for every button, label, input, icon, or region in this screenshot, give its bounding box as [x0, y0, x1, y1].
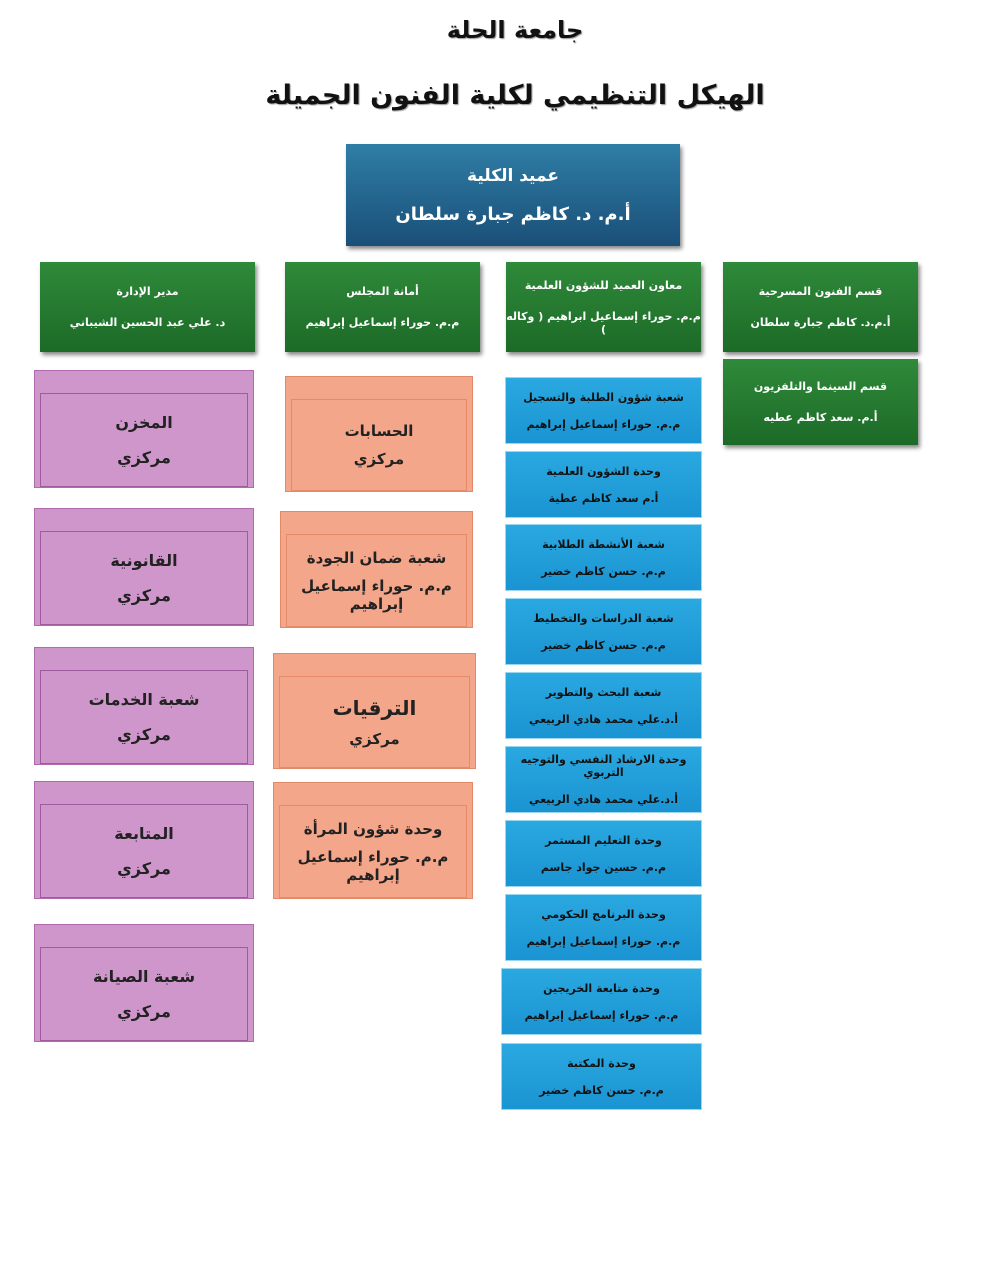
- box-title: شعبة الصيانة: [92, 967, 196, 986]
- box-name: م.م. حوراء إسماعيل إبراهيم: [305, 316, 460, 329]
- box-name: أ.د.علي محمد هادي الربيعي: [528, 793, 679, 806]
- green-box: أمانة المجلس م.م. حوراء إسماعيل إبراهيم: [285, 262, 480, 352]
- box-title: شعبة ضمان الجودة: [306, 548, 447, 567]
- box-title: وحدة المكتبة: [567, 1056, 636, 1070]
- box-name: أ.د.علي محمد هادي الربيعي: [528, 712, 679, 726]
- box-name: م.م. حوراء إسماعيل إبراهيم: [526, 417, 681, 431]
- box-title: وحدة متابعة الخريجين: [543, 981, 660, 995]
- box-name: م.م. حسن كاظم خضير: [541, 638, 666, 652]
- box-name: أ.م. د. كاظم جبارة سلطان: [395, 203, 631, 225]
- green-box: مدير الإدارة د. علي عبد الحسين الشيباني: [40, 262, 255, 352]
- box-title: شعبة الخدمات: [88, 690, 200, 709]
- orange-box: شعبة ضمان الجودة م.م. حوراء إسماعيل إبراه…: [280, 511, 473, 628]
- blue-box: وحدة التعليم المستمر م.م. حسين جواد جاسم: [505, 820, 702, 887]
- blue-box: شعبة البحث والتطوير أ.د.علي محمد هادي الر…: [505, 672, 702, 739]
- university-title: جامعة الحلة: [446, 16, 584, 44]
- box-title: الترقيات: [332, 696, 417, 720]
- purple-box: المتابعة مركزي: [34, 781, 254, 899]
- orange-box: الحسابات مركزي: [285, 376, 473, 492]
- box-name: مركزي: [117, 725, 171, 744]
- box-name: أ.م. سعد كاظم عطيه: [763, 411, 878, 424]
- chart-title: الهيكل التنظيمي لكلية الفنون الجميلة: [265, 80, 765, 111]
- box-title: قسم الفنون المسرحية: [758, 285, 883, 298]
- box-title: قسم السينما والتلفزيون: [753, 380, 888, 393]
- green-box: معاون العميد للشؤون العلمية م.م. حوراء إس…: [506, 262, 701, 352]
- orange-box: وحدة شؤون المرأة م.م. حوراء إسماعيل إبراه…: [273, 782, 473, 899]
- green-box: قسم السينما والتلفزيون أ.م. سعد كاظم عطيه: [723, 359, 918, 445]
- box-name: م.م. حوراء إسماعيل إبراهيم: [297, 847, 449, 884]
- box-name: م.م. حسن كاظم خضير: [539, 1083, 664, 1097]
- box-name: مركزي: [117, 586, 171, 605]
- box-title: وحدة البرنامج الحكومي: [541, 907, 666, 921]
- blue-box: وحدة متابعة الخريجين م.م. حوراء إسماعيل إ…: [501, 968, 702, 1035]
- box-title: معاون العميد للشؤون العلمية: [524, 278, 683, 292]
- box-title: وحدة التعليم المستمر: [545, 833, 662, 847]
- blue-box: شعبة شؤون الطلبة والتسجيل م.م. حوراء إسما…: [505, 377, 702, 444]
- purple-box: المخزن مركزي: [34, 370, 254, 488]
- blue-box: وحدة البرنامج الحكومي م.م. حوراء إسماعيل …: [505, 894, 702, 961]
- orange-box: الترقيات مركزي: [273, 653, 476, 769]
- purple-box: شعبة الخدمات مركزي: [34, 647, 254, 765]
- box-name: أ.م سعد كاظم عطية: [548, 491, 659, 505]
- box-title: القانونية: [110, 551, 178, 570]
- box-name: مركزي: [117, 448, 171, 467]
- box-title: شعبة الدراسات والتخطيط: [533, 611, 674, 625]
- box-title: شعبة البحث والتطوير: [545, 685, 662, 699]
- box-title: المخزن: [115, 413, 173, 432]
- box-name: مركزي: [117, 1002, 171, 1021]
- blue-box: وحدة الارشاد النفسي والتوجيه التربوي أ.د.…: [505, 746, 702, 813]
- box-name: أ.م.د. كاظم جبارة سلطان: [750, 316, 891, 329]
- box-name: م.م. حوراء إسماعيل إبراهيم: [526, 934, 681, 948]
- blue-box: وحدة الشؤون العلمية أ.م سعد كاظم عطية: [505, 451, 702, 518]
- blue-box: شعبة الأنشطة الطلابية م.م. حسن كاظم خضير: [505, 524, 702, 591]
- box-title: شعبة الأنشطة الطلابية: [542, 537, 665, 551]
- box-name: م.م. حوراء إسماعيل إبراهيم: [301, 576, 452, 613]
- box-title: الحسابات: [344, 422, 414, 440]
- box-name: م.م. حوراء إسماعيل ابراهيم ( وكاله ): [506, 309, 701, 336]
- box-name: مركزي: [349, 730, 400, 748]
- blue-box: وحدة المكتبة م.م. حسن كاظم خضير: [501, 1043, 702, 1110]
- box-title: وحدة الشؤون العلمية: [546, 464, 661, 478]
- box-title: المتابعة: [114, 824, 174, 843]
- box-title: وحدة شؤون المرأة: [303, 819, 443, 838]
- box-title: عميد الكلية: [467, 165, 559, 186]
- box-name: مركزي: [353, 450, 405, 468]
- box-title: شعبة شؤون الطلبة والتسجيل: [523, 390, 684, 404]
- dean-box: عميد الكلية أ.م. د. كاظم جبارة سلطان: [346, 144, 680, 246]
- blue-box: شعبة الدراسات والتخطيط م.م. حسن كاظم خضير: [505, 598, 702, 665]
- box-name: م.م. حسن كاظم خضير: [541, 564, 666, 578]
- box-name: م.م. حسين جواد جاسم: [540, 860, 667, 874]
- box-name: مركزي: [117, 859, 171, 878]
- purple-box: القانونية مركزي: [34, 508, 254, 626]
- purple-box: شعبة الصيانة مركزي: [34, 924, 254, 1042]
- box-title: أمانة المجلس: [346, 285, 419, 298]
- box-name: د. علي عبد الحسين الشيباني: [69, 316, 226, 329]
- box-title: وحدة الارشاد النفسي والتوجيه التربوي: [520, 753, 687, 779]
- box-title: مدير الإدارة: [116, 285, 179, 298]
- box-name: م.م. حوراء إسماعيل إبراهيم: [524, 1008, 679, 1022]
- green-box: قسم الفنون المسرحية أ.م.د. كاظم جبارة سلط…: [723, 262, 918, 352]
